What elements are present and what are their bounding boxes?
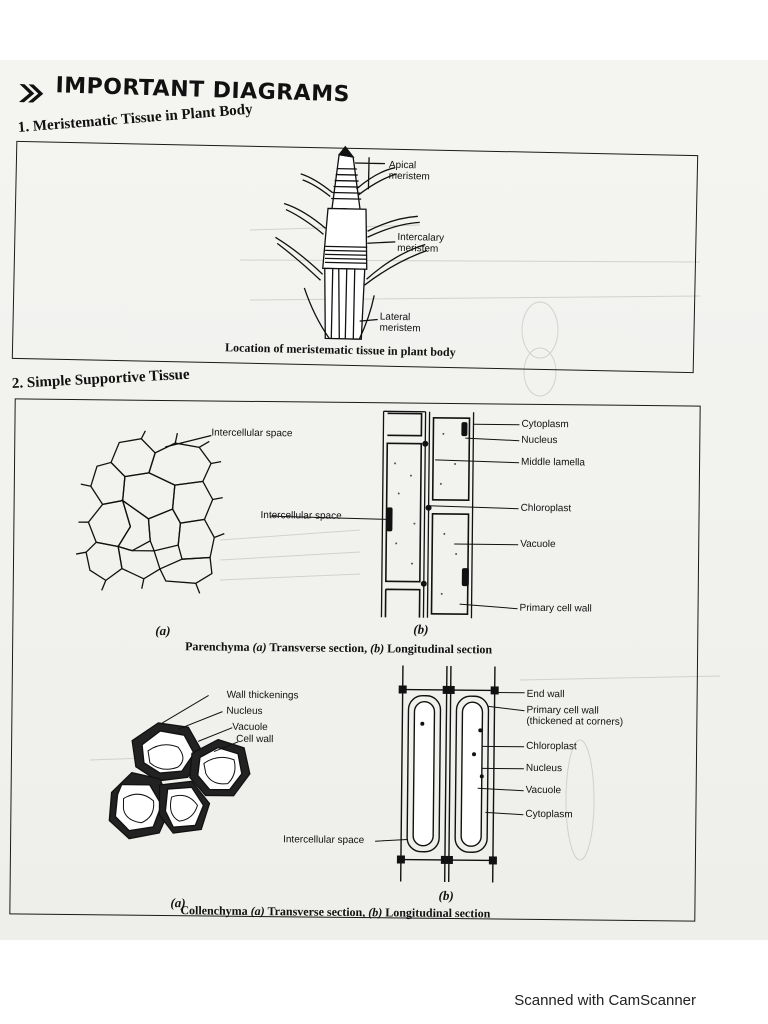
label-intercellular-space-collenchyma: Intercellular space [283, 834, 365, 847]
label-chloroplast: Chloroplast [520, 502, 572, 515]
label-chloroplast-ls: Chloroplast [526, 740, 577, 753]
parenchyma-caption: Parenchyma (a) Transverse section, (b) L… [185, 639, 493, 657]
label-nucleus-ls: Nucleus [525, 762, 563, 775]
double-chevron-icon [18, 84, 44, 103]
supportive-figures [75, 410, 525, 883]
label-cell-wall: Cell wall [236, 733, 274, 746]
scanner-watermark: Scanned with CamScanner [514, 992, 696, 1009]
label-primary-cell-wall-thickened: Primary cell wall(thickened at corners) [526, 704, 624, 728]
label-intercellular-space-ls: Intercellular space [260, 510, 342, 522]
label-nucleus: Nucleus [521, 434, 558, 447]
meristem-figure [275, 145, 428, 340]
label-nucleus-ts: Nucleus [226, 705, 263, 718]
label-vacuole-ls: Vacuole [525, 784, 562, 797]
label-intercellular-space-ts: Intercellular space [211, 427, 293, 440]
parenchyma-sub-a: (a) [155, 622, 171, 639]
label-middle-lamella: Middle lamella [521, 456, 586, 469]
label-cytoplasm-ls: Cytoplasm [525, 808, 573, 821]
parenchyma-sub-b: (b) [413, 621, 429, 637]
label-vacuole-ts: Vacuole [232, 721, 268, 734]
label-vacuole: Vacuole [520, 538, 556, 551]
label-primary-cell-wall: Primary cell wall [519, 602, 592, 615]
label-end-wall: End wall [526, 688, 565, 701]
collenchyma-sub-b: (b) [438, 887, 454, 904]
label-cytoplasm: Cytoplasm [521, 418, 569, 431]
label-wall-thickenings: Wall thickenings [226, 689, 299, 702]
supportive-tissue-panel: Intercellular space Intercellular space … [9, 398, 701, 922]
